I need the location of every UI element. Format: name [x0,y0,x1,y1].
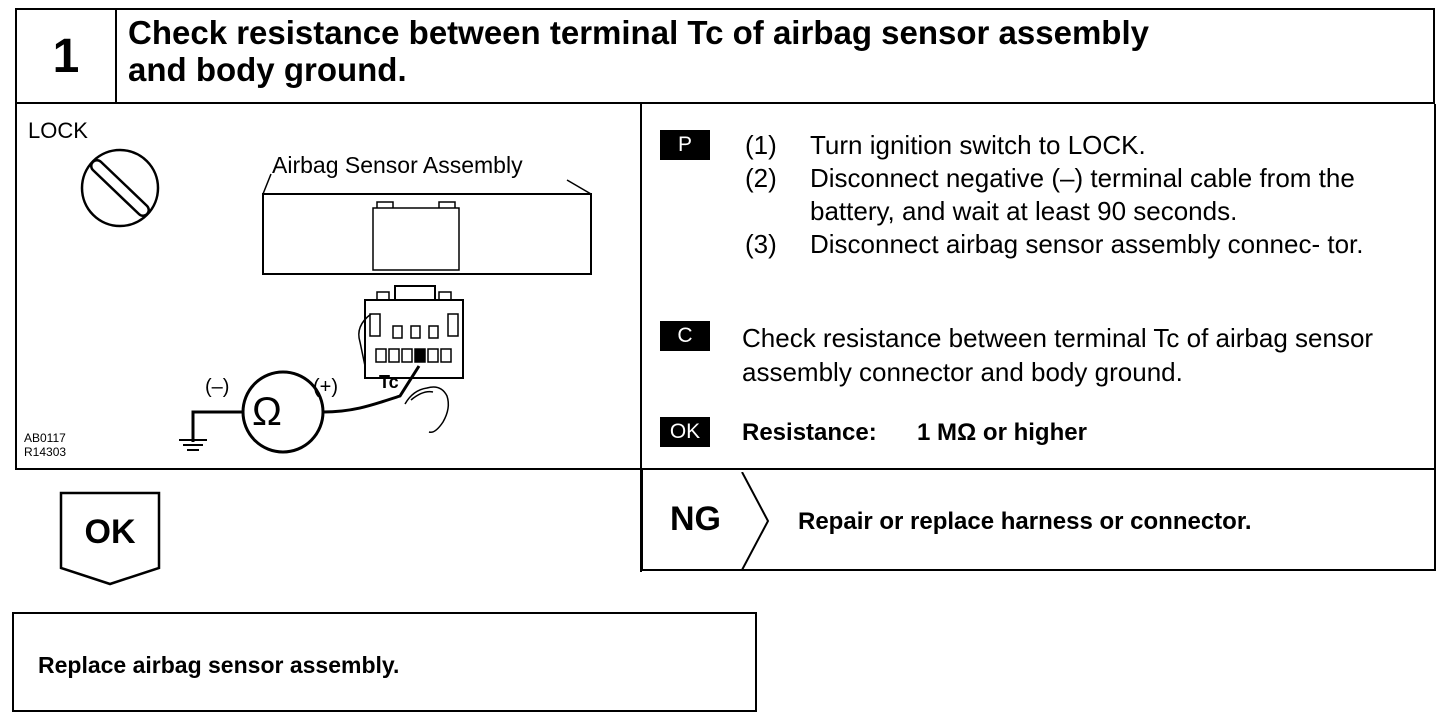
step-title-line-2: and body ground. [128,51,407,88]
prepare-badge: P [660,130,710,160]
instructions-bottom-border [640,468,1436,470]
ng-label: NG [670,500,721,538]
ground-icon [179,439,207,451]
positive-terminal-label: (+) [313,376,338,398]
resistance-label: Resistance: [742,419,877,446]
step-number: 1 [17,10,117,102]
hand-icon [404,386,450,434]
lock-label: LOCK [28,118,88,143]
step-2-number: (2) [745,163,777,193]
ng-action-text: Repair or replace harness or connector. [798,508,1252,535]
ignition-switch-icon [80,148,160,228]
resistance-value: 1 MΩ or higher [917,419,1087,446]
step-2-text: Disconnect negative (–) terminal cable f… [810,163,1355,226]
sensor-label: Airbag Sensor Assembly [272,152,523,178]
step-1-text: Turn ignition switch to LOCK. [810,130,1146,160]
right-border [1434,104,1436,470]
check-badge: C [660,321,710,351]
ok-branch-label: OK [84,513,136,551]
terminal-tc-label: Tc [379,372,399,392]
ng-branch-box [641,470,1436,571]
negative-lead [191,410,243,442]
connector-diagram [80,148,592,454]
ok-action-text: Replace airbag sensor assembly. [38,652,400,678]
figure-id: AB0117 [24,431,66,445]
ok-arrow-icon [59,491,161,586]
illustration-bottom-border [15,468,642,470]
step-header: 1 [15,8,1435,104]
ohm-symbol: Ω [252,390,282,434]
negative-terminal-label: (–) [205,376,230,398]
step-1-number: (1) [745,130,777,160]
step-title-line-1: Check resistance between terminal Tc of … [128,14,1149,51]
sensor-assembly-icon [262,173,592,275]
ok-action-box [12,612,757,712]
column-divider [640,104,642,572]
check-text: Check resistance between terminal Tc of … [742,323,1374,387]
step-3-number: (3) [745,229,777,259]
ng-chevron-icon [741,472,770,570]
figure-id-secondary: R14303 [24,445,67,459]
step-title: Check resistance between terminal Tc of … [128,14,1388,88]
left-border [15,104,17,470]
ok-badge: OK [660,417,710,447]
step-3-text: Disconnect airbag sensor assembly connec… [810,229,1364,259]
positive-lead [322,365,421,414]
connector-icon [358,285,464,379]
